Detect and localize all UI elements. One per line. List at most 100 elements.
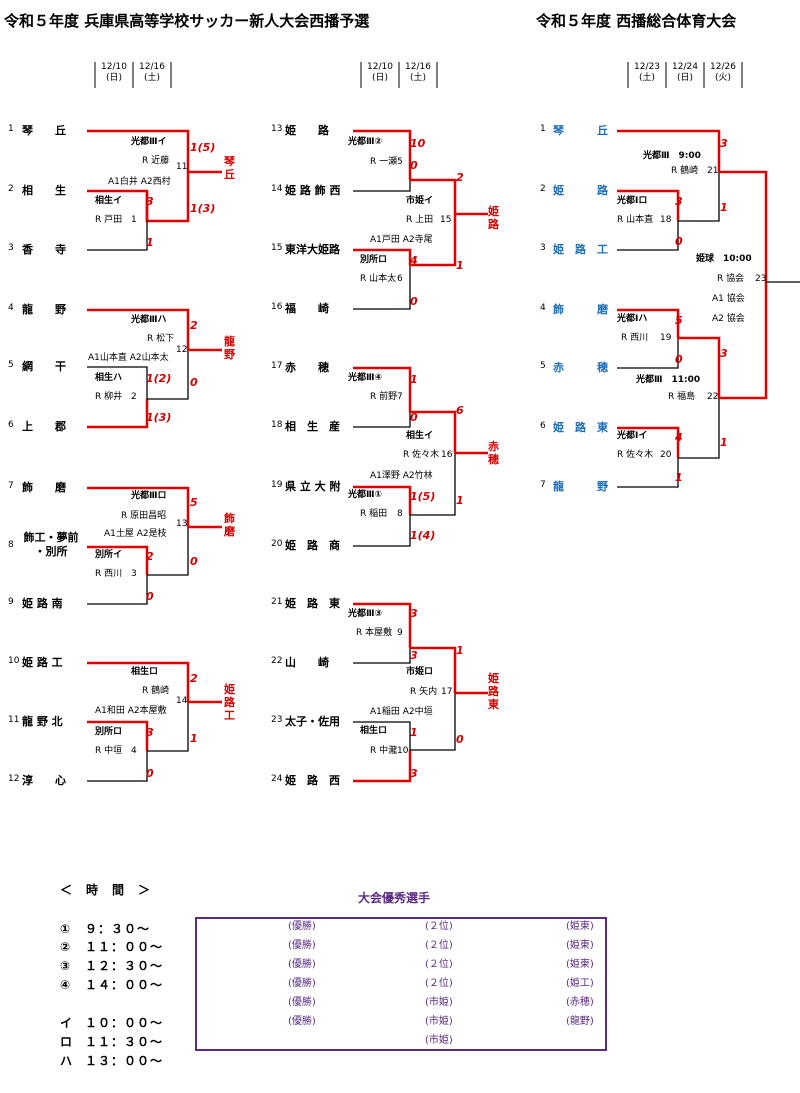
match-referee: R 一瀬 bbox=[370, 157, 398, 167]
score: 1(3) bbox=[146, 411, 172, 424]
award-entry: (２位) bbox=[425, 921, 453, 932]
team-number: 16 bbox=[271, 302, 283, 312]
match-assistants: A1稲田 A2中垣 bbox=[370, 707, 433, 717]
team-name: 龍 野 北 bbox=[22, 715, 63, 728]
score: 4 bbox=[410, 254, 418, 267]
match-number: 15 bbox=[440, 215, 452, 225]
match-referee: R 鶴崎 bbox=[671, 166, 699, 176]
bracket-line bbox=[617, 129, 721, 172]
match-venue: 別所イ bbox=[95, 550, 123, 560]
team-name: 姫 路 工 bbox=[553, 243, 608, 256]
schedule-header: ＜ 時 間 ＞ bbox=[60, 883, 152, 897]
match-venue: 相生イ bbox=[95, 196, 123, 206]
date-header: 12/16 (土) bbox=[405, 62, 431, 83]
team-name: 姫 路 bbox=[553, 184, 608, 197]
schedule-time: １１：３０～ bbox=[85, 1035, 164, 1049]
score: 1(5) bbox=[410, 490, 436, 503]
match-referee: R 矢内 bbox=[410, 687, 438, 697]
match-venue: 光都Ⅲイ bbox=[131, 137, 167, 147]
score: 2 bbox=[190, 319, 198, 332]
team-number: 3 bbox=[540, 243, 546, 253]
winner-label: 赤 穂 bbox=[488, 440, 499, 466]
team-name: 姫 路 bbox=[285, 124, 329, 137]
award-entry: (姫東) bbox=[566, 940, 594, 951]
bracket-line bbox=[353, 248, 412, 265]
award-entry: (２位) bbox=[425, 978, 453, 989]
bracket-line bbox=[410, 178, 457, 214]
score: 0 bbox=[146, 767, 154, 780]
match-number: 8 bbox=[397, 509, 403, 519]
award-entry: (赤穂) bbox=[566, 997, 594, 1008]
team-name: 香 寺 bbox=[22, 243, 66, 256]
team-number: 24 bbox=[271, 774, 283, 784]
score: 1 bbox=[456, 494, 464, 507]
bracket-line bbox=[87, 129, 190, 172]
match-number: 20 bbox=[660, 450, 672, 460]
score: 1 bbox=[456, 259, 464, 272]
team-name: 姫 路 工 bbox=[22, 656, 63, 669]
bracket-line bbox=[147, 350, 189, 400]
bracket-line bbox=[410, 693, 456, 751]
team-name: 東洋大姫路 bbox=[285, 243, 340, 256]
awards-title: 大会優秀選手 bbox=[358, 891, 431, 905]
left-title: 令和５年度 兵庫県高等学校サッカー新人大会西播予選 bbox=[4, 12, 370, 30]
match-venue: 光都Ⅲロ bbox=[131, 491, 167, 501]
score: 1(5) bbox=[190, 141, 216, 154]
team-number: 3 bbox=[8, 243, 14, 253]
match-venue: 光都Ⅲ② bbox=[348, 137, 383, 147]
score: 4 bbox=[675, 431, 683, 444]
schedule-time: １４：００～ bbox=[85, 978, 164, 992]
score: 0 bbox=[675, 235, 683, 248]
match-referee: R 戸田 bbox=[95, 215, 123, 225]
score: 3 bbox=[675, 195, 683, 208]
match-number: 11 bbox=[176, 162, 188, 172]
match-venue: 光都Ⅲ④ bbox=[348, 373, 383, 383]
bracket-line bbox=[87, 545, 149, 575]
score: 3 bbox=[146, 195, 154, 208]
bracket-line bbox=[353, 366, 412, 412]
team-name: 琴 丘 bbox=[553, 124, 608, 137]
bracket-line bbox=[353, 602, 412, 648]
match-referee: R 近藤 bbox=[142, 156, 170, 166]
team-number: 7 bbox=[540, 480, 546, 490]
bracket-line bbox=[87, 366, 148, 399]
date-header: 12/10 (日) bbox=[101, 62, 127, 83]
award-entry: (２位) bbox=[425, 959, 453, 970]
score: 2 bbox=[456, 171, 464, 184]
bracket-line bbox=[87, 486, 190, 527]
team-name: 姫 路 飾 西 bbox=[285, 184, 341, 197]
team-number: 20 bbox=[271, 539, 283, 549]
schedule-time: ９：３０～ bbox=[85, 922, 151, 936]
schedule-key: ② bbox=[60, 940, 72, 954]
team-number: 10 bbox=[8, 656, 20, 666]
bracket-line bbox=[353, 485, 412, 515]
match-referee: R 福島 bbox=[668, 392, 696, 402]
bracket-line bbox=[353, 750, 412, 783]
schedule-key: ロ bbox=[60, 1035, 74, 1049]
match-referee: R 西川 bbox=[95, 569, 123, 579]
bracket-line bbox=[617, 458, 679, 488]
match-referee: R 山本直 bbox=[617, 215, 654, 225]
team-name: 網 干 bbox=[22, 360, 66, 373]
match-venue: 市姫ロ bbox=[406, 667, 434, 677]
score: 0 bbox=[410, 411, 418, 424]
match-venue: 光都Ⅲ 9:00 bbox=[643, 151, 701, 161]
match-venue: 別所ロ bbox=[360, 255, 388, 265]
right-title: 令和５年度 西播総合体育大会 bbox=[536, 12, 737, 30]
match-number: 5 bbox=[397, 157, 403, 167]
match-number: 14 bbox=[176, 696, 188, 706]
match-referee: R 中瀧 bbox=[370, 746, 398, 756]
award-entry: (龍野) bbox=[566, 1016, 594, 1027]
match-number: 10 bbox=[397, 746, 409, 756]
score: 5 bbox=[190, 496, 198, 509]
bracket-line bbox=[410, 214, 457, 267]
bracket-line bbox=[353, 265, 411, 310]
score: 0 bbox=[410, 159, 418, 172]
schedule-time: １１：００～ bbox=[85, 940, 164, 954]
award-entry: (優勝) bbox=[288, 978, 316, 989]
team-name: 琴 丘 bbox=[22, 124, 66, 137]
match-referee: R 中垣 bbox=[95, 746, 123, 756]
score: 1(3) bbox=[190, 202, 216, 215]
match-assistants: A1和田 A2本屋敷 bbox=[95, 706, 167, 716]
schedule-key: ① bbox=[60, 922, 72, 936]
